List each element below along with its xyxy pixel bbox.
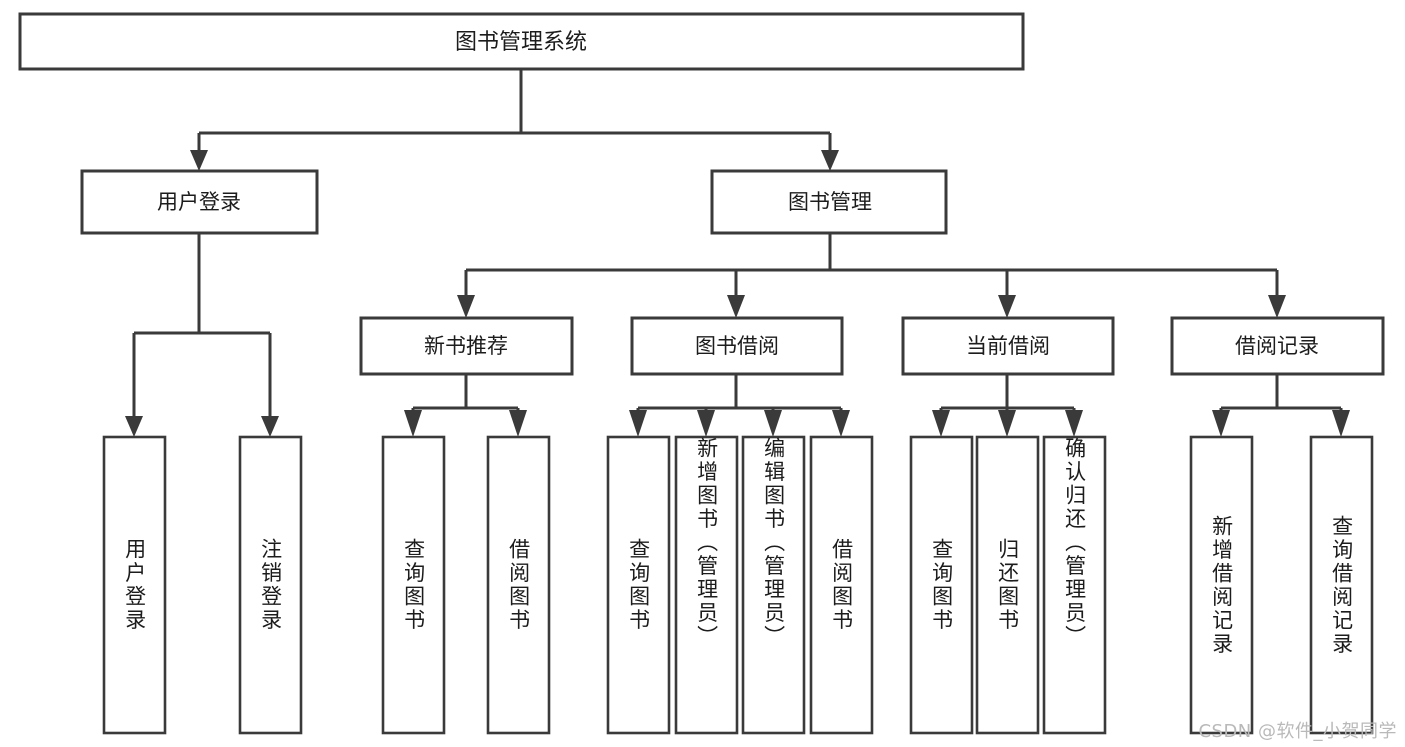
node-new-book-recommend-label: 新书推荐 [424,334,508,358]
node-book-borrow-box[interactable] [630,316,844,376]
arrow-head-borrow [727,295,745,318]
arrow-head-leaf-user-login-0 [125,416,143,437]
arrow-head-current [998,295,1016,318]
node-current-borrow-box[interactable] [901,316,1115,376]
leaf-box-borrow-2[interactable] [741,435,806,735]
node-root[interactable]: 图书管理系统 [18,12,1025,71]
leaf-box-borrow-0[interactable] [606,435,671,735]
node-root-box[interactable] [18,12,1025,71]
node-current-borrow-label: 当前借阅 [966,334,1050,358]
arrow-head-leaf-new-book-1 [509,410,527,437]
node-book-borrow-label: 图书借阅 [695,334,779,358]
node-borrow-records-label: 借阅记录 [1235,334,1319,358]
node-new-book-recommend-box[interactable] [359,316,574,376]
arrow-head-leaf-user-login-1 [261,416,279,437]
leaf-box-new-book-1[interactable] [486,435,551,735]
leaf-box-records-1[interactable] [1309,435,1374,735]
arrow-head-leaf-current-2 [1065,410,1083,437]
arrow-head-leaf-borrow-0 [629,410,647,437]
arrow-head-user-login [190,150,208,171]
arrow-head-leaf-records-0 [1212,410,1230,437]
node-book-management-box[interactable] [710,169,948,235]
node-borrow-records-box[interactable] [1170,316,1385,376]
leaf-box-current-2[interactable] [1042,435,1107,735]
arrow-head-leaf-records-1 [1332,410,1350,437]
leaf-box-current-1[interactable] [975,435,1040,735]
node-current-borrow[interactable]: 当前借阅 [901,316,1115,376]
node-book-management[interactable]: 图书管理 [710,169,948,235]
node-new-book-recommend[interactable]: 新书推荐 [359,316,574,376]
arrow-head-leaf-new-book-0 [404,410,422,437]
leaf-box-borrow-3[interactable] [809,435,874,735]
node-book-management-label: 图书管理 [788,190,872,214]
node-user-login-box[interactable] [80,169,319,235]
arrow-head-leaf-borrow-2 [764,410,782,437]
leaf-box-user-login-1[interactable] [238,435,303,735]
arrow-head-leaf-current-0 [932,410,950,437]
leaf-box-current-0[interactable] [909,435,974,735]
leaf-box-group [102,435,1374,735]
node-user-login[interactable]: 用户登录 [80,169,319,235]
arrow-head-records [1268,295,1286,318]
arrow-head-leaf-borrow-3 [832,410,850,437]
node-book-borrow[interactable]: 图书借阅 [630,316,844,376]
node-borrow-records[interactable]: 借阅记录 [1170,316,1385,376]
edge-group [125,69,1350,437]
node-user-login-label: 用户登录 [157,190,241,214]
arrow-head-new-book [457,295,475,318]
leaf-box-user-login-0[interactable] [102,435,167,735]
leaf-box-borrow-1[interactable] [674,435,739,735]
arrow-head-book-mgmt [821,150,839,171]
leaf-box-records-0[interactable] [1189,435,1254,735]
node-root-label: 图书管理系统 [455,30,587,55]
watermark-text: CSDN @软件_小贺同学 [1198,721,1397,742]
arrow-head-leaf-borrow-1 [697,410,715,437]
arrow-head-leaf-current-1 [998,410,1016,437]
leaf-box-new-book-0[interactable] [381,435,446,735]
